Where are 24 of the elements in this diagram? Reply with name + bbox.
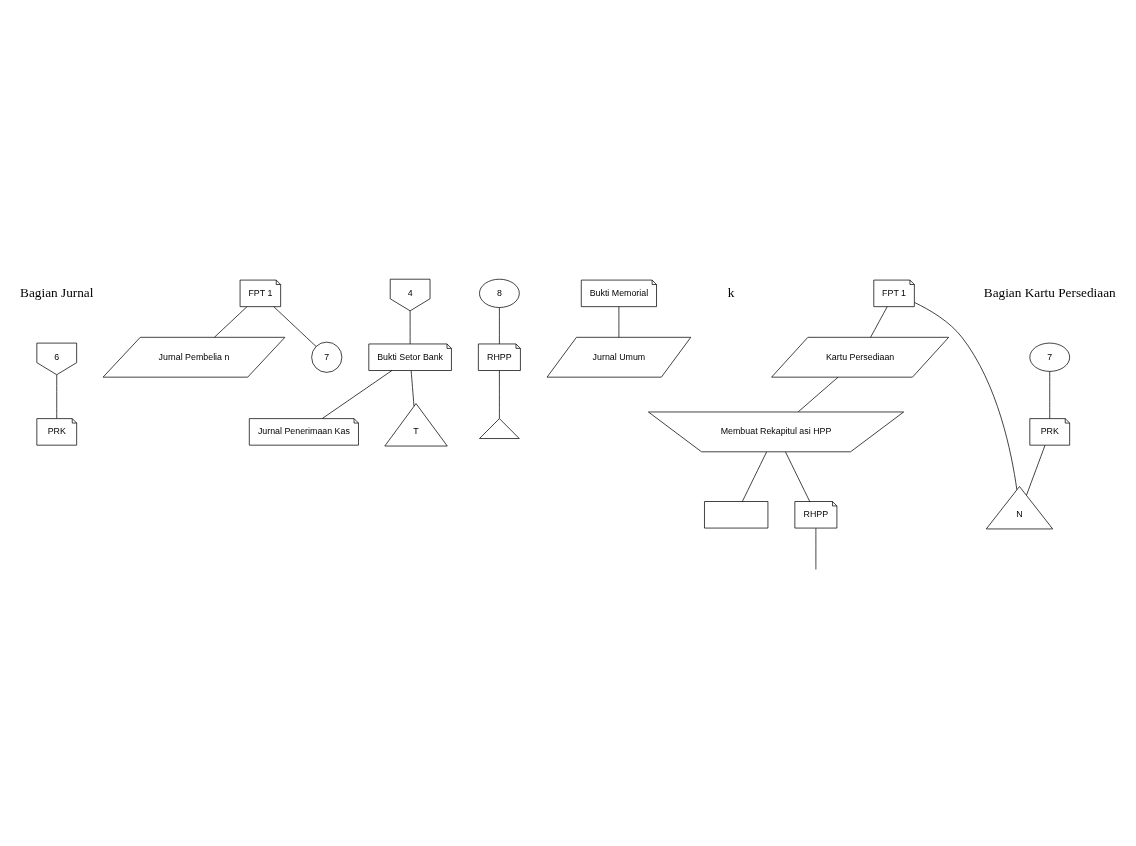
connector: [618, 306, 620, 338]
connector: [214, 306, 248, 338]
node-ellipse: 7: [1029, 342, 1071, 372]
label: Bagian Kartu Persediaan: [983, 284, 1116, 300]
connector: [914, 302, 1018, 490]
node-circle: 7: [311, 341, 343, 373]
connector: [1049, 371, 1051, 419]
connector: [56, 374, 58, 419]
connector: [409, 310, 411, 345]
connector: [410, 370, 415, 407]
label: k: [727, 284, 735, 300]
connector: [785, 451, 811, 502]
node-ellipse: 8: [479, 278, 520, 308]
node-box: [704, 501, 769, 529]
connector: [1026, 445, 1046, 496]
connector: [742, 451, 767, 502]
connector: [797, 376, 839, 413]
connector: [499, 370, 500, 419]
node-triangle: [479, 418, 520, 439]
connector: [870, 306, 888, 338]
connector: [499, 307, 500, 345]
connector: [321, 370, 393, 419]
connector: [273, 306, 317, 347]
label: Bagian Jurnal: [20, 284, 94, 300]
